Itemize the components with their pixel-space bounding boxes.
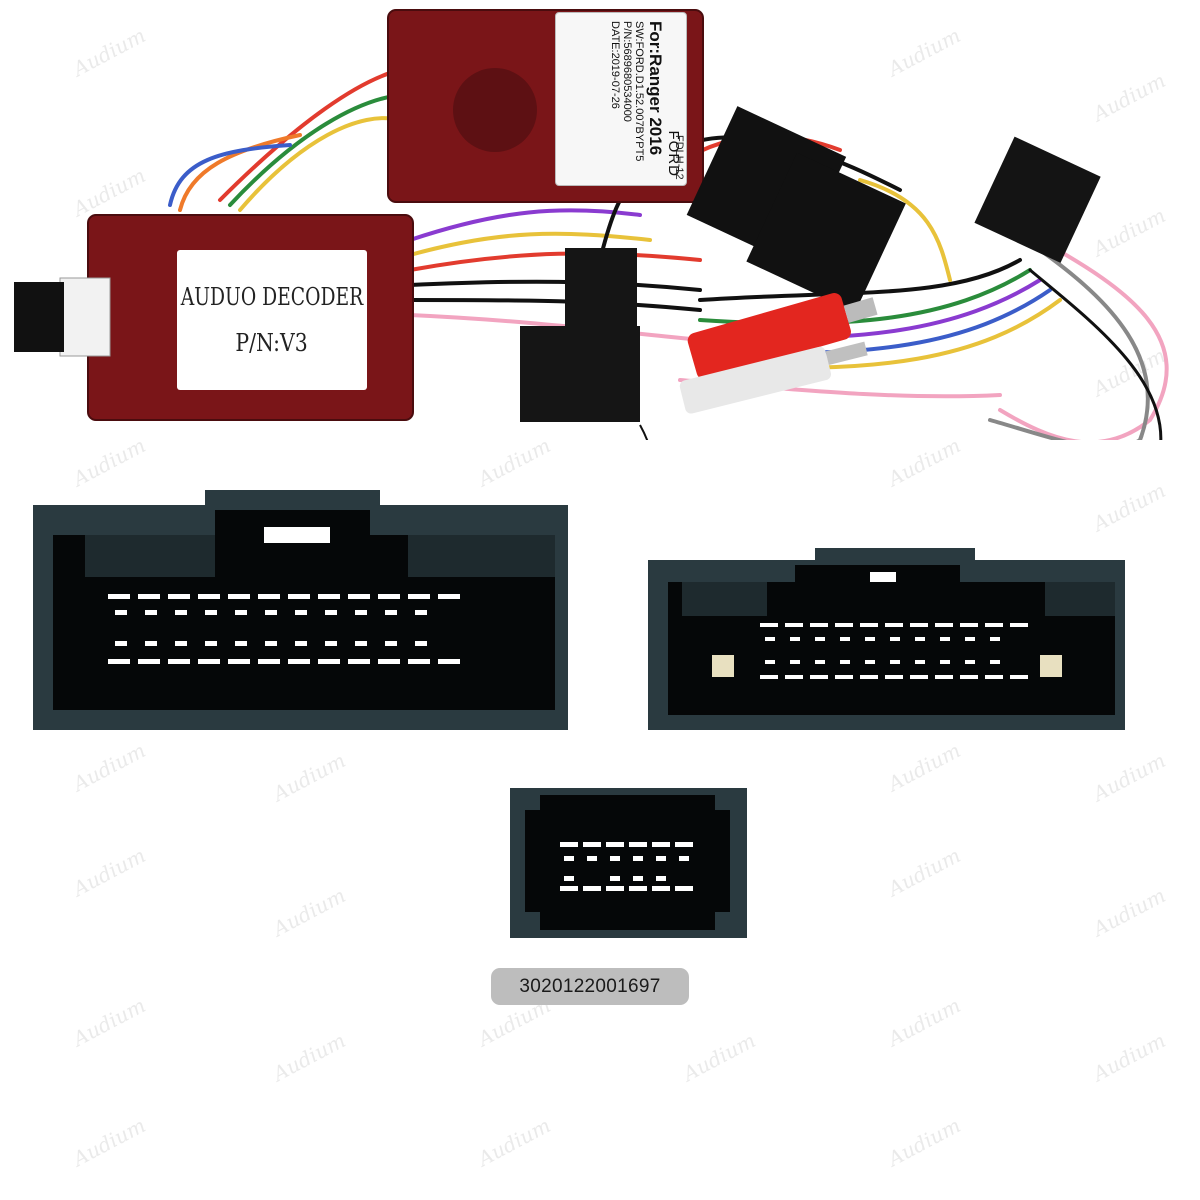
sku-text: 3020122001697 bbox=[519, 975, 661, 997]
watermark: Audium bbox=[68, 993, 150, 1051]
watermark: Audium bbox=[883, 993, 965, 1051]
decoder-title-text: AUDUO DECODER bbox=[180, 283, 364, 311]
connector-faces bbox=[33, 490, 1125, 938]
medium-connector bbox=[648, 548, 1125, 730]
decoder-label: AUDUO DECODER P/N:V3 bbox=[177, 250, 367, 390]
watermark: Audium bbox=[68, 1113, 150, 1171]
ford-sw-text: SW:FORD.D1.52.007BYPT5 bbox=[633, 21, 645, 162]
ford-module-label: FORD For:Ranger 2016 SW:FORD.D1.52.007BY… bbox=[555, 12, 687, 186]
large-connector bbox=[33, 490, 568, 730]
sku-badge: 3020122001697 bbox=[491, 968, 689, 1005]
decoder-pn-text: P/N:V3 bbox=[235, 329, 309, 357]
watermark: Audium bbox=[268, 1028, 350, 1086]
watermark: Audium bbox=[883, 1113, 965, 1171]
watermark: Audium bbox=[678, 1028, 760, 1086]
small-connector bbox=[510, 788, 747, 938]
ford-edge-label: FDLH-12 bbox=[673, 135, 685, 180]
ford-date-text: DATE:2019-07-26 bbox=[609, 21, 621, 109]
watermark: Audium bbox=[473, 1113, 555, 1171]
watermark: Audium bbox=[1088, 1028, 1170, 1086]
ford-model-text: For:Ranger 2016 bbox=[646, 21, 665, 156]
ford-pn-text: P/N:5689680534000 bbox=[621, 21, 633, 122]
